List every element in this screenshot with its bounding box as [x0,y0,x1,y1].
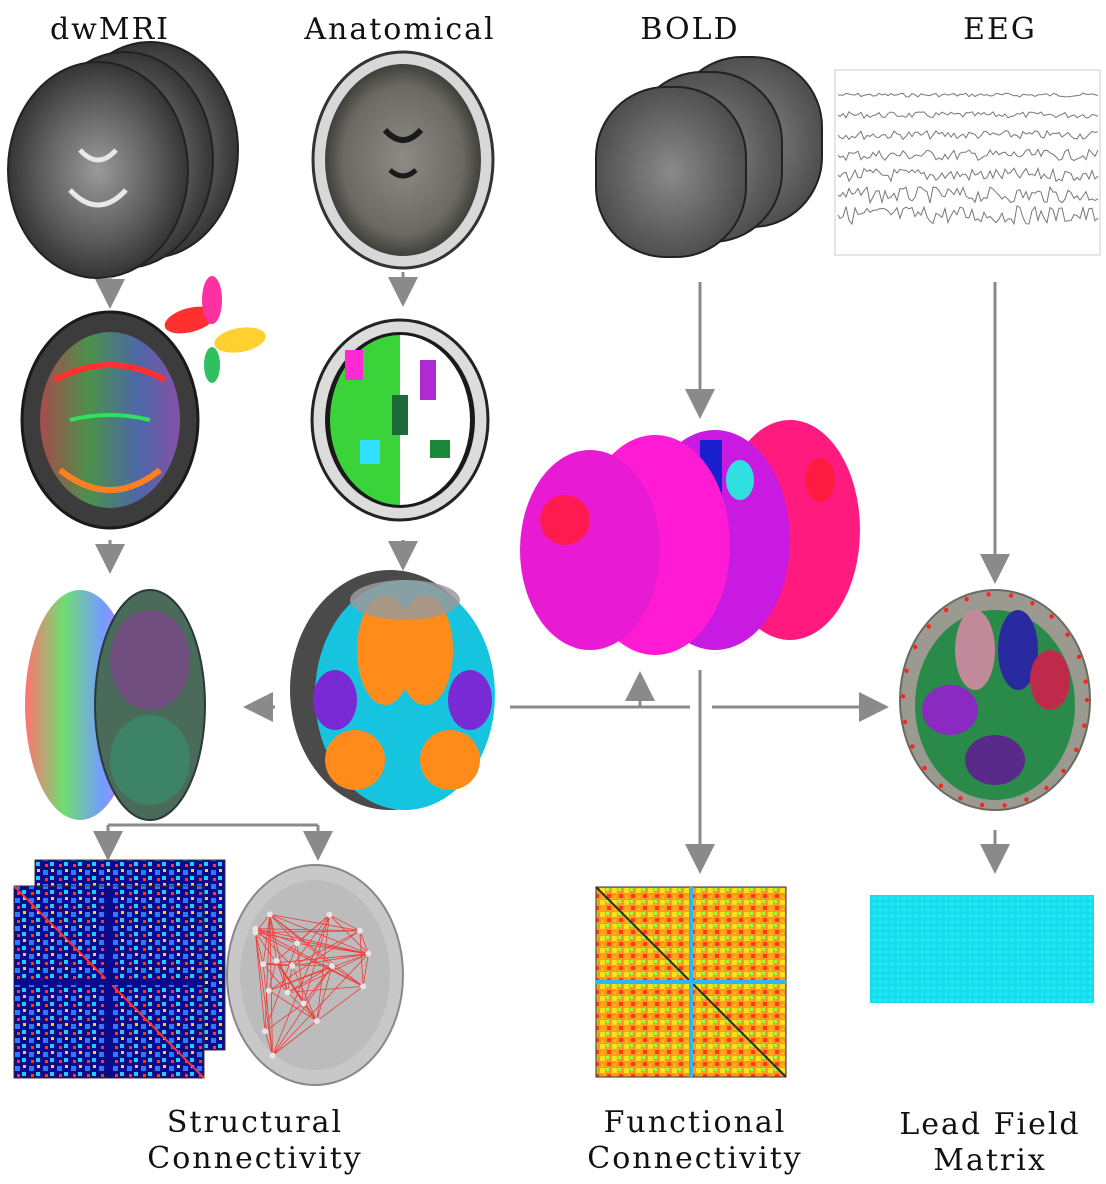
electrode-dot [1083,679,1087,683]
connectome-node [294,940,300,946]
connectome-node [326,912,332,918]
dwmri-image-stack [8,42,238,278]
label-structural-line1: Structural [120,1105,390,1141]
connectome-node [301,1001,307,1007]
label-leadfield-line2: Matrix [870,1143,1106,1179]
functional-connectivity-matrix [596,887,786,1077]
connectome-node [365,951,371,957]
anatomical-t1-slice [313,52,493,268]
connectome-node [260,961,266,967]
connectome-node [357,928,363,934]
electrode-dot [980,803,984,807]
electrode-dot [939,784,943,788]
electrode-dot [1077,655,1081,659]
dwmri-fiber-cortex-render [25,590,205,820]
anatomical-parcellated-cortex-3d [290,570,495,810]
electrode-dot [913,645,917,649]
connectome-node [285,990,291,996]
connectome-node [329,963,335,969]
anatomical-parcellation-slice [312,320,488,520]
electrode-dot [927,624,931,628]
dwmri-tractography-slice [22,312,198,528]
electrode-dot [1049,614,1053,618]
electrode-dot [922,766,926,770]
label-structural-line2: Connectivity [120,1141,390,1177]
electrode-dot [1009,593,1013,597]
bold-image-stack [596,57,822,257]
structural-connectome-glass-brain [227,865,403,1085]
structural-connectivity-matrix [14,860,225,1078]
connectome-node [360,983,366,989]
connectome-node [266,988,272,994]
electrode-dot [1082,723,1086,727]
electrode-dot [903,720,907,724]
electrode-dot [944,608,948,612]
connectome-node [289,963,295,969]
electrode-dot [904,669,908,673]
electrode-dot [901,694,905,698]
bold-activation-surfaces [520,420,860,655]
eeg-traces-panel [835,70,1100,255]
connectome-node [267,911,273,917]
electrode-dot [1061,769,1065,773]
electrode-dot [986,592,990,596]
electrode-dot [1065,633,1069,637]
label-lead-field-matrix: Lead Field Matrix [870,1107,1106,1179]
label-functional-line2: Connectivity [560,1141,830,1177]
electrode-dot [1024,797,1028,801]
connectome-node [314,1018,320,1024]
electrode-dot [1085,698,1089,702]
eeg-head-model [900,590,1090,810]
lead-field-matrix [870,895,1094,1003]
electrode-dot [964,597,968,601]
electrode-dot [910,744,914,748]
electrode-dot [1074,748,1078,752]
label-structural-connectivity: Structural Connectivity [120,1105,390,1177]
electrode-dot [958,796,962,800]
electrode-dot [1044,786,1048,790]
label-leadfield-line1: Lead Field [870,1107,1106,1143]
label-functional-connectivity: Functional Connectivity [560,1105,830,1177]
label-functional-line1: Functional [560,1105,830,1141]
electrode-dot [1002,803,1006,807]
connectome-node [252,930,258,936]
connectome-node [262,1028,268,1034]
connectome-node [270,1053,276,1059]
electrode-dot [1030,601,1034,605]
connectome-node [274,958,280,964]
